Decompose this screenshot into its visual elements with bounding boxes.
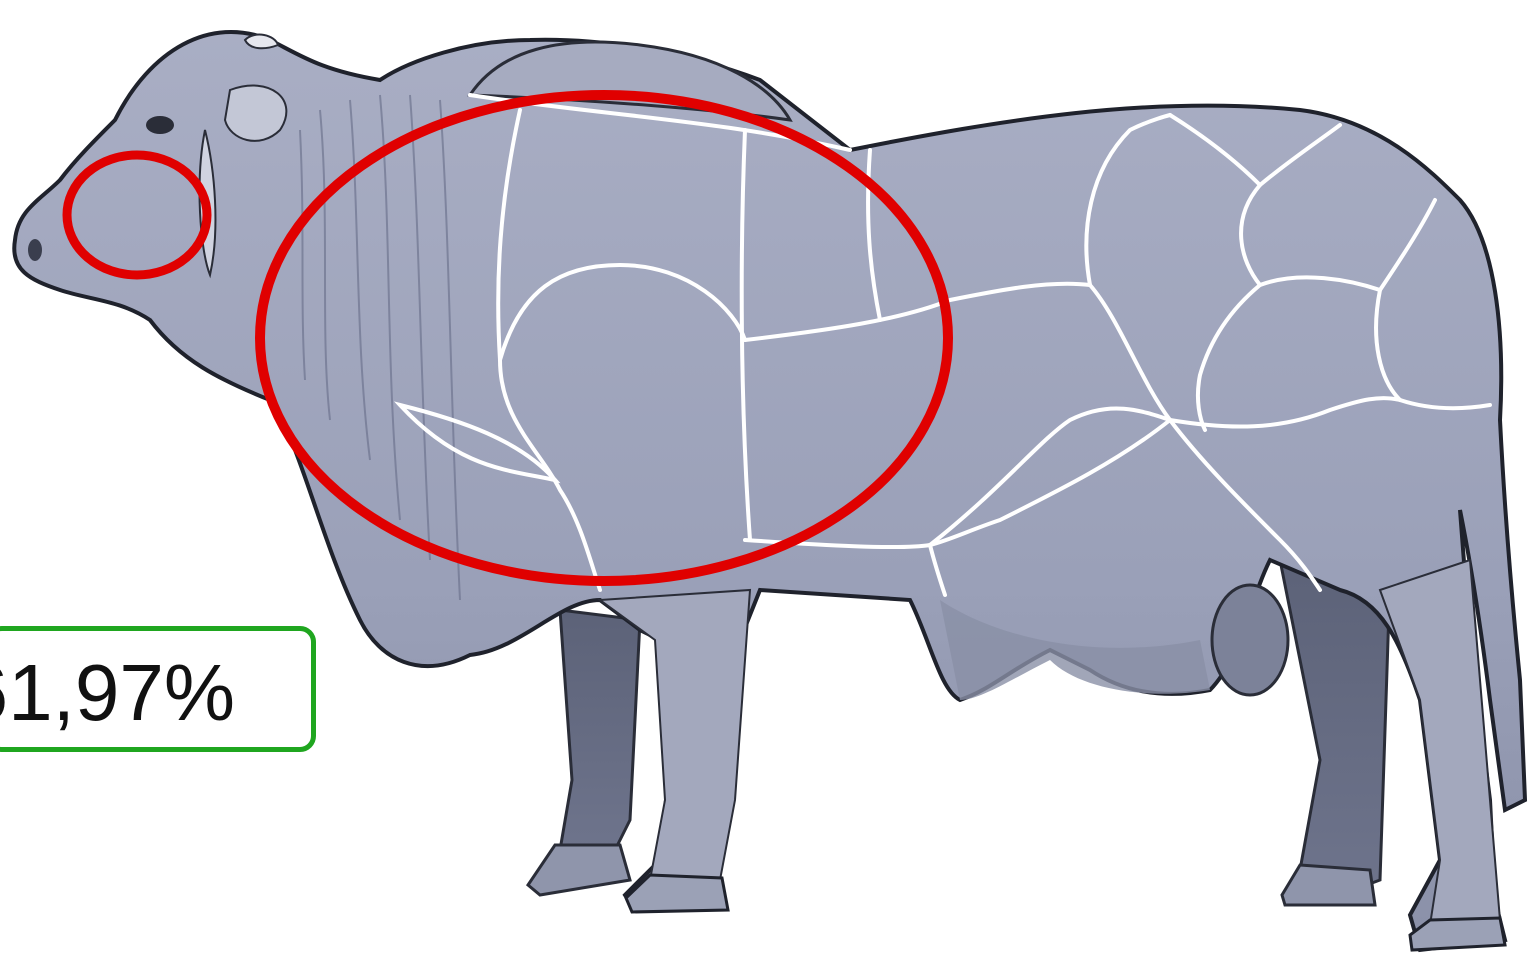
eye (146, 116, 174, 134)
scrotum (1212, 585, 1288, 695)
far-hind-hoof (1282, 865, 1375, 905)
nostril (28, 239, 42, 261)
horn (245, 35, 278, 49)
near-hind-hoof (1410, 918, 1505, 950)
percentage-value: 61,97% (0, 645, 235, 741)
far-front-hoof (528, 845, 630, 895)
bull-body (14, 32, 1525, 950)
percentage-box: 61,97% (0, 626, 316, 752)
ear (225, 86, 286, 141)
far-front-leg (560, 610, 640, 850)
